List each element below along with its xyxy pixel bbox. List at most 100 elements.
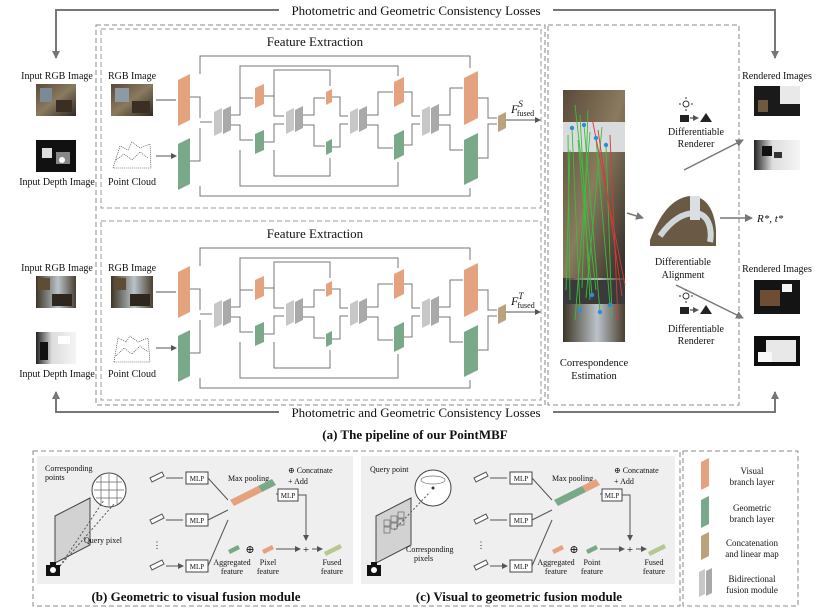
loss-label-bottom: Photometric and Geometric Consistency Lo… <box>291 405 540 420</box>
caption-pipeline: (a) The pipeline of our PointMBF <box>322 427 508 442</box>
bidir-fusion-3 <box>350 106 367 134</box>
bidir-fusion-4 <box>422 296 439 328</box>
aggregated-label-line1: Aggregated <box>213 558 250 567</box>
loss-label-top: Photometric and Geometric Consistency Lo… <box>291 3 540 18</box>
rgb-image-label: RGB Image <box>108 71 157 82</box>
visual-layer-1 <box>178 266 190 318</box>
concat-symbol: ⊕ <box>569 544 578 556</box>
correspondence-image <box>563 90 626 342</box>
concatenate-legend: ⊕ Concatnate <box>614 466 659 475</box>
point-label-line2: feature <box>581 567 604 576</box>
pooled-feature-visual <box>582 479 600 492</box>
bidir-fusion-3 <box>350 298 367 326</box>
mlp-box: MLP <box>185 513 209 527</box>
bidir-fusion-4 <box>422 104 439 136</box>
max-pooling-label: Max pooling <box>228 474 269 483</box>
aggregated-label-line1: Aggregated <box>537 558 574 567</box>
panel-b: Corresponding points Query pixel ⋮ MLP M… <box>45 464 344 576</box>
corresponding-pixels-line1: Corresponding <box>406 545 454 554</box>
renderer-icon-bottom <box>679 289 712 314</box>
geometric-layer-3 <box>326 331 332 347</box>
aggregated-label-line2: feature <box>221 567 244 576</box>
fused-feature <box>324 544 342 556</box>
visual-layer-3 <box>326 281 332 297</box>
corresponding-points-line1: Corresponding <box>45 464 93 473</box>
pooled-feature-geometric <box>258 479 276 492</box>
renderer-top-line1: Differentiable <box>668 127 724 138</box>
renderer-top-line2: Renderer <box>678 139 715 150</box>
camera-icon <box>46 562 60 576</box>
visual-layer-2 <box>255 84 264 108</box>
feature-extraction-title: Feature Extraction <box>267 34 364 49</box>
feature-extraction-title: Feature Extraction <box>267 226 364 241</box>
legend: Visual branch layer Geometric branch lay… <box>699 458 779 597</box>
concatenate-legend: ⊕ Concatnate <box>288 466 333 475</box>
geometric-layer-1 <box>178 138 190 190</box>
feature-extraction-frame <box>95 24 546 406</box>
input-depth-image <box>36 332 76 364</box>
fused-label-line1: Fused <box>322 558 341 567</box>
alignment-label-line1: Differentiable <box>655 257 711 268</box>
visual-layer-3 <box>326 89 332 105</box>
corresponding-pixels-line2: pixels <box>414 554 433 563</box>
svg-text:MLP: MLP <box>190 475 205 483</box>
mlp-box: MLP <box>509 559 533 573</box>
pooled-feature-visual <box>230 486 262 506</box>
input-depth-label: Input Depth Image <box>19 177 95 188</box>
point-cloud-sphere-icon <box>414 469 452 507</box>
pose-output: R*, t* <box>756 213 784 225</box>
mlp-box: MLP <box>185 471 209 485</box>
ellipsis: ⋮ <box>153 540 162 550</box>
rendered-image-rgb-bottom <box>754 280 800 314</box>
point-cloud-thumb <box>111 332 153 364</box>
pixel-label-line2: feature <box>257 567 280 576</box>
add-legend: + Add <box>614 477 634 486</box>
svg-text:MLP: MLP <box>605 492 620 500</box>
image-plane <box>54 497 91 564</box>
point-feature <box>586 545 598 554</box>
query-point-label: Query point <box>370 465 409 474</box>
fused-feature <box>648 544 666 556</box>
point-cloud-label: Point Cloud <box>108 369 156 380</box>
aggregated-feature <box>228 545 240 554</box>
svg-text:MLP: MLP <box>190 563 205 571</box>
mlp-box: MLP <box>601 488 623 502</box>
renderer-bottom-line1: Differentiable <box>668 324 724 335</box>
pixel-label-line1: Pixel <box>260 558 277 567</box>
caption-panel-b: (b) Geometric to visual fusion module <box>91 589 300 604</box>
legend-swatch-bidir <box>699 569 705 597</box>
panel-c: Query point Corresponding pixels ⋮ MLP M… <box>367 465 666 576</box>
correspondence-frame <box>547 24 740 406</box>
legend-geometric-line1: Geometric <box>733 503 771 513</box>
legend-visual-line1: Visual <box>741 466 764 476</box>
visual-layer-5 <box>464 263 478 317</box>
visual-layer-4 <box>394 77 404 107</box>
geometric-layer-1 <box>178 330 190 382</box>
corresponding-points-line2: points <box>45 473 65 482</box>
legend-swatch-visual <box>701 458 709 490</box>
input-rgb-image <box>36 276 76 308</box>
geometric-layer-2 <box>255 322 264 346</box>
ellipsis: ⋮ <box>477 540 486 550</box>
caption-panel-c: (c) Visual to geometric fusion module <box>416 589 622 604</box>
mlp-box: MLP <box>509 471 533 485</box>
aggregated-feature <box>552 545 564 554</box>
point-cloud-sphere-icon <box>91 472 127 508</box>
point-cloud-thumb <box>111 140 153 172</box>
correspondence-label-line1: Correspondence <box>560 358 629 369</box>
input-rgb-image <box>36 84 76 116</box>
rendered-image-rgb-top <box>754 86 800 116</box>
svg-text:MLP: MLP <box>281 492 296 500</box>
visual-layer-2 <box>255 276 264 300</box>
rgb-image-label: RGB Image <box>108 263 157 274</box>
image-plane <box>375 497 412 564</box>
add-symbol: + <box>303 544 309 556</box>
input-rgb-label: Input RGB Image <box>21 71 93 82</box>
bidir-fusion-2 <box>286 298 303 326</box>
renderer-bottom-line2: Renderer <box>678 336 715 347</box>
concat-symbol: ⊕ <box>245 544 254 556</box>
rendered-images-bottom-label: Rendered Images <box>742 264 812 275</box>
